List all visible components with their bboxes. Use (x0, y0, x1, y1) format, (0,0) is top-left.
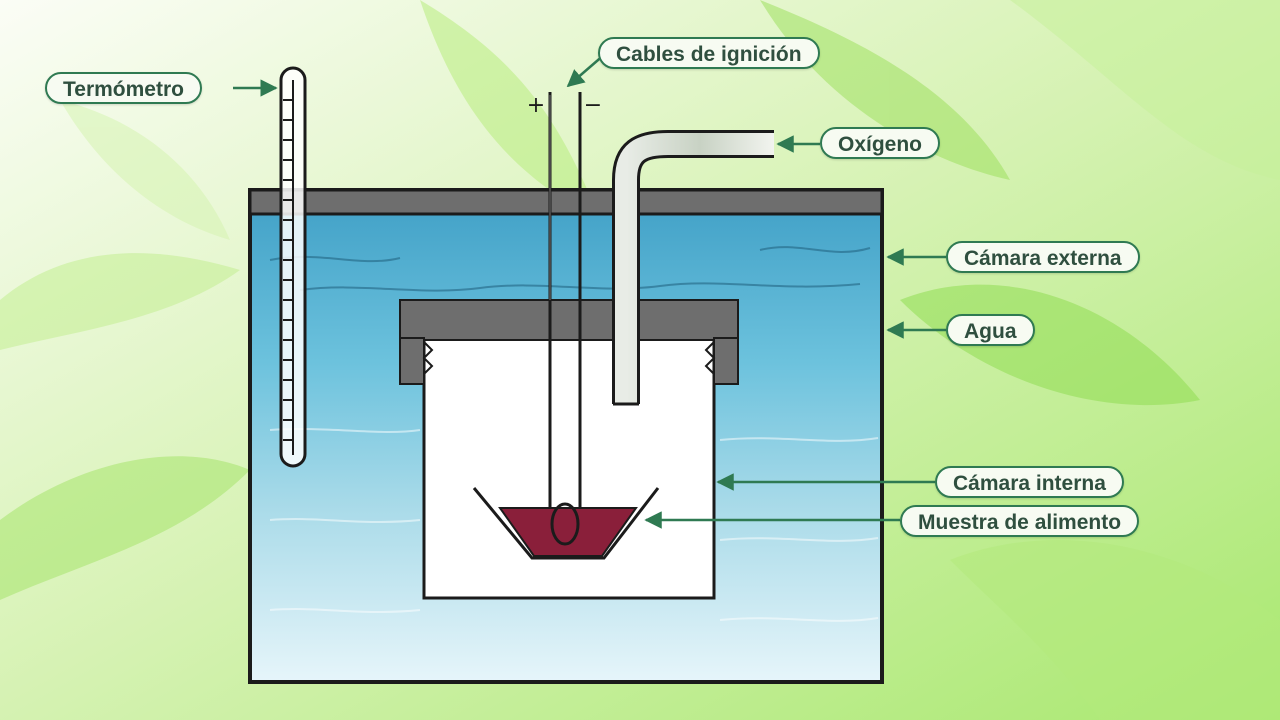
negative-terminal: − (584, 93, 602, 118)
thermometer-icon (279, 66, 307, 468)
inner-chamber (399, 299, 739, 600)
label-cables-ignicion: Cables de ignición (598, 37, 820, 69)
label-oxigeno: Oxígeno (820, 127, 941, 159)
label-muestra-alimento: Muestra de alimento (900, 505, 1140, 537)
label-agua: Agua (946, 314, 1035, 346)
inner-lid (399, 299, 739, 341)
label-termometro: Termómetro (45, 72, 202, 104)
positive-terminal: + (527, 93, 545, 118)
oxygen-tube (612, 130, 774, 406)
ignition-wires (548, 92, 582, 522)
food-sample (498, 507, 638, 557)
label-camara-externa: Cámara externa (946, 241, 1140, 273)
crucible-icon (472, 487, 660, 560)
ignition-coil (550, 502, 580, 546)
outer-lid (248, 188, 884, 216)
label-camara-interna: Cámara interna (935, 466, 1124, 498)
